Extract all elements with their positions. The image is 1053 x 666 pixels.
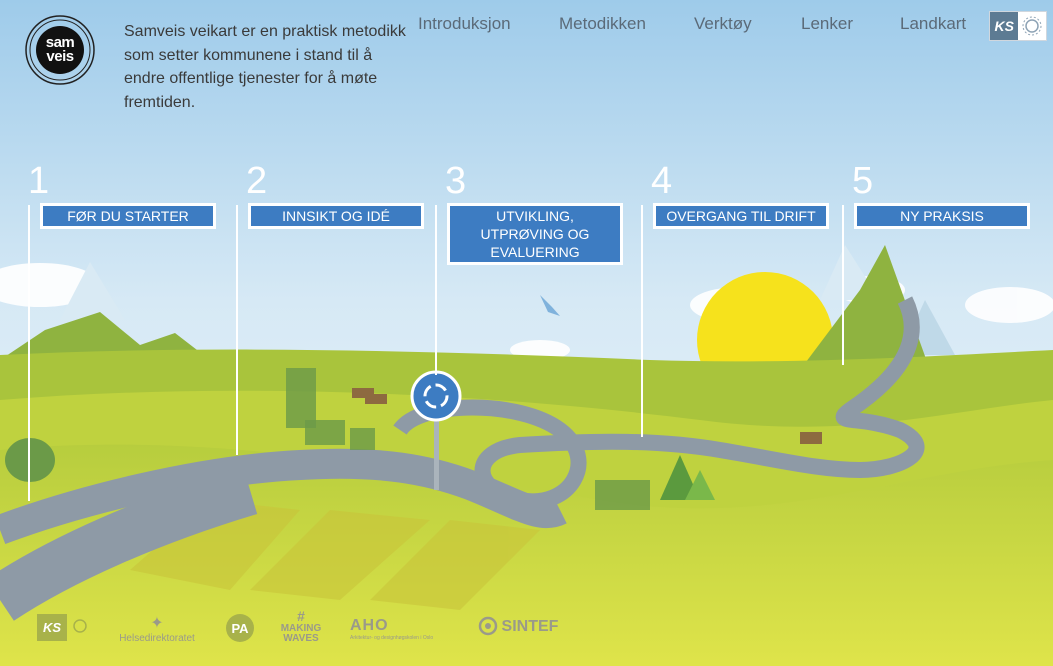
step-marker-line-1: [28, 205, 30, 501]
step-number-2: 2: [246, 160, 268, 202]
nav-landkart[interactable]: Landkart: [900, 14, 967, 33]
partner-helsedirektoratet-label: Helsedirektoratet: [119, 632, 195, 644]
sintef-swirl-icon: [478, 616, 498, 639]
samveis-logo[interactable]: sam veis: [24, 14, 96, 86]
step-marker-line-5: [842, 205, 844, 365]
step-button-2[interactable]: INNSIKT OG IDÉ: [248, 203, 424, 229]
step-marker-line-2: [236, 205, 238, 455]
logo-wordmark: sam veis: [24, 14, 96, 86]
partner-logo-helsedirektoratet[interactable]: ✦ Helsedirektoratet: [112, 612, 202, 644]
step-button-4[interactable]: OVERGANG TIL DRIFT: [653, 203, 829, 229]
hash-icon: #: [297, 608, 305, 624]
ks-badge[interactable]: KS: [989, 11, 1047, 41]
logo-line-1: sam: [45, 34, 75, 51]
nav-verktoy[interactable]: Verktøy: [694, 14, 752, 33]
partner-pa-label: PA: [226, 614, 254, 642]
sun-emblem-icon: [71, 617, 89, 638]
roundabout-sign-icon: [410, 370, 462, 422]
partner-sintef-label: SINTEF: [501, 618, 559, 635]
step-button-5[interactable]: NY PRAKSIS: [854, 203, 1030, 229]
step-number-3: 3: [445, 160, 467, 202]
step-marker-line-3: [435, 205, 437, 375]
partner-logo-ks[interactable]: KS: [33, 612, 93, 642]
partner-making-waves-label: MAKING WAVES: [280, 623, 322, 644]
partner-ks-label: KS: [36, 613, 68, 641]
step-button-3[interactable]: UTVIKLING, UTPRØVING OG EVALUERING: [447, 203, 623, 265]
partner-logo-pa[interactable]: PA: [220, 612, 260, 644]
step-number-1: 1: [28, 160, 50, 202]
nav-metodikken[interactable]: Metodikken: [559, 14, 646, 33]
partner-aho-label: AHO: [350, 617, 389, 634]
step-number-4: 4: [651, 160, 673, 202]
step-number-5: 5: [852, 160, 874, 202]
ks-label: KS: [990, 12, 1019, 40]
partner-logo-making-waves[interactable]: # MAKING WAVES: [274, 606, 328, 646]
nav-lenker[interactable]: Lenker: [801, 14, 853, 33]
step-button-1[interactable]: FØR DU STARTER: [40, 203, 216, 229]
logo-line-2: veis: [46, 48, 74, 65]
step-marker-line-4: [641, 205, 643, 437]
sun-emblem-icon: [1018, 12, 1046, 40]
partner-aho-subtitle: Arkitektur- og designhøgskolen i Oslo: [350, 635, 434, 641]
figure-icon: ✦: [150, 614, 164, 632]
intro-text: Samveis veikart er en praktisk metodikk …: [124, 23, 406, 111]
partner-logo-sintef[interactable]: SINTEF: [468, 612, 568, 642]
partner-logo-aho[interactable]: AHO Arkitektur- og designhøgskolen i Osl…: [350, 612, 450, 646]
nav-introduksjon[interactable]: Introduksjon: [418, 14, 511, 33]
